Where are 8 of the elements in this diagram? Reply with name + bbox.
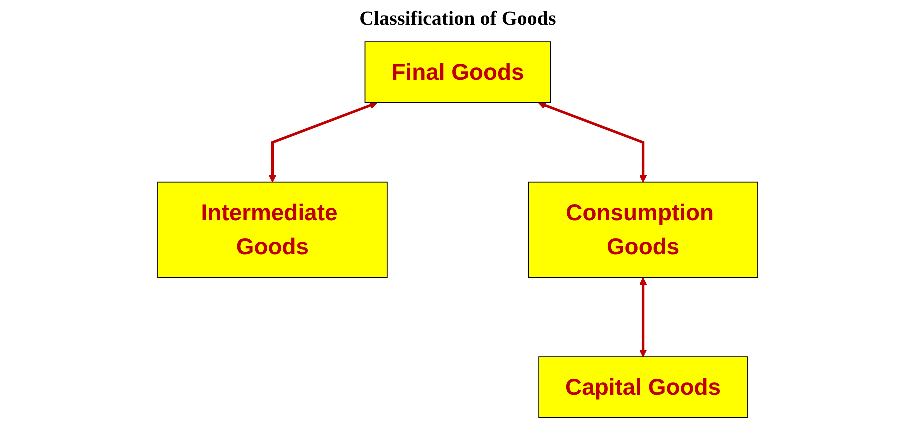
diagram-title: Classification of Goods [360, 8, 556, 31]
node-box: Consumption Goods [528, 182, 758, 278]
node-box: Capital Goods [538, 356, 748, 418]
arrow [538, 102, 648, 183]
node-box: Final Goods [364, 42, 552, 104]
node-box: Intermediate Goods [158, 182, 388, 278]
arrow [639, 278, 648, 358]
arrow [268, 102, 378, 183]
